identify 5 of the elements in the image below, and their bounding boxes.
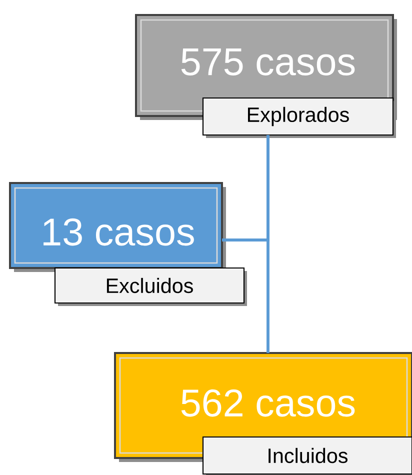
connector-line [266,135,270,353]
case-box: 13 casos [9,182,226,272]
label-box: Incluidos [202,436,412,475]
label-box: Explorados [202,97,396,138]
label-box: Excluidos [54,267,247,306]
